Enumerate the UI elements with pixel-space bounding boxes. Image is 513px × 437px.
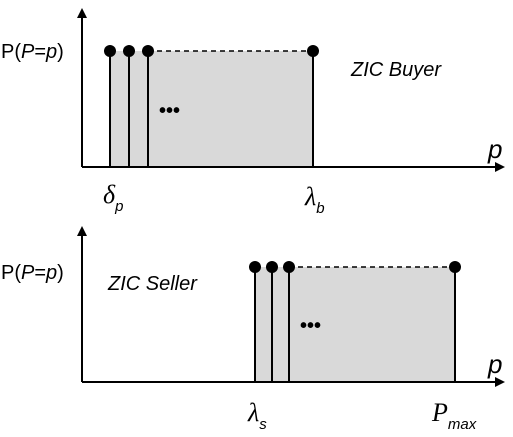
seller-left-bound-label: λs <box>247 398 267 433</box>
buyer-y-axis-label: P(P=p) <box>1 41 64 63</box>
buyer-point-1 <box>104 45 116 57</box>
seller-point-3 <box>283 261 295 273</box>
buyer-x-axis-label: p <box>487 134 502 164</box>
seller-panel: ••• P(P=p) ZIC Seller p λs Pmax <box>1 226 505 433</box>
seller-x-axis-label: p <box>487 349 502 379</box>
buyer-right-bound-label: λb <box>304 182 325 217</box>
buyer-ellipsis: ••• <box>159 100 180 122</box>
seller-title: ZIC Seller <box>107 273 198 295</box>
buyer-title: ZIC Buyer <box>350 59 442 81</box>
buyer-point-3 <box>142 45 154 57</box>
seller-y-axis-label: P(P=p) <box>1 262 64 284</box>
buyer-shaded-region <box>110 51 313 167</box>
seller-shaded-region <box>255 267 455 382</box>
buyer-panel: ••• P(P=p) ZIC Buyer p δp λb <box>1 8 505 217</box>
seller-point-2 <box>266 261 278 273</box>
seller-right-bound-label: Pmax <box>431 398 477 433</box>
buyer-left-bound-label: δp <box>103 180 123 215</box>
seller-point-1 <box>249 261 261 273</box>
seller-point-last <box>449 261 461 273</box>
buyer-point-last <box>307 45 319 57</box>
seller-ellipsis: ••• <box>300 315 321 337</box>
buyer-point-2 <box>123 45 135 57</box>
